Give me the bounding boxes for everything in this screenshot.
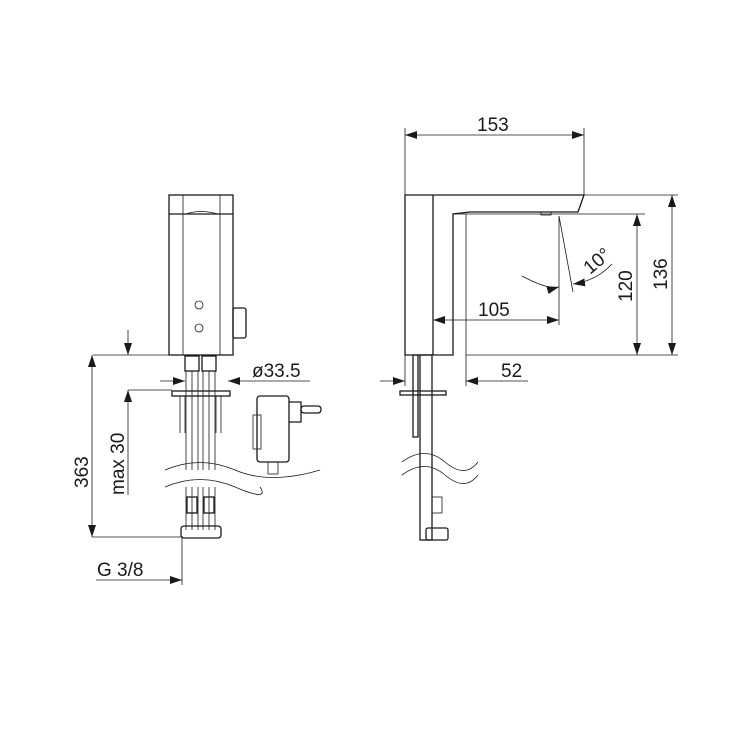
hose-nut (180, 525, 222, 539)
sensor-hole (194, 323, 204, 333)
front-view: 153 136 120 10° 105 52 (380, 115, 678, 541)
control-knob (232, 307, 247, 339)
spout-height-label: 120 (616, 270, 637, 302)
height-label: 136 (651, 258, 672, 290)
angle-label: 10° (580, 244, 616, 279)
side-view: ø33.5 max 30 363 G 3/8 (72, 194, 322, 585)
power-supply (252, 395, 322, 475)
diameter-label: ø33.5 (252, 361, 301, 382)
max-thickness-label: max 30 (108, 433, 129, 495)
faucet-body-front (404, 194, 585, 356)
projection-label: 105 (478, 300, 510, 321)
length-label: 153 (477, 115, 509, 136)
base-depth-label: 52 (501, 361, 522, 382)
total-length-label: 363 (72, 456, 93, 488)
thread-label: G 3/8 (97, 560, 143, 581)
sensor-hole (194, 300, 204, 310)
